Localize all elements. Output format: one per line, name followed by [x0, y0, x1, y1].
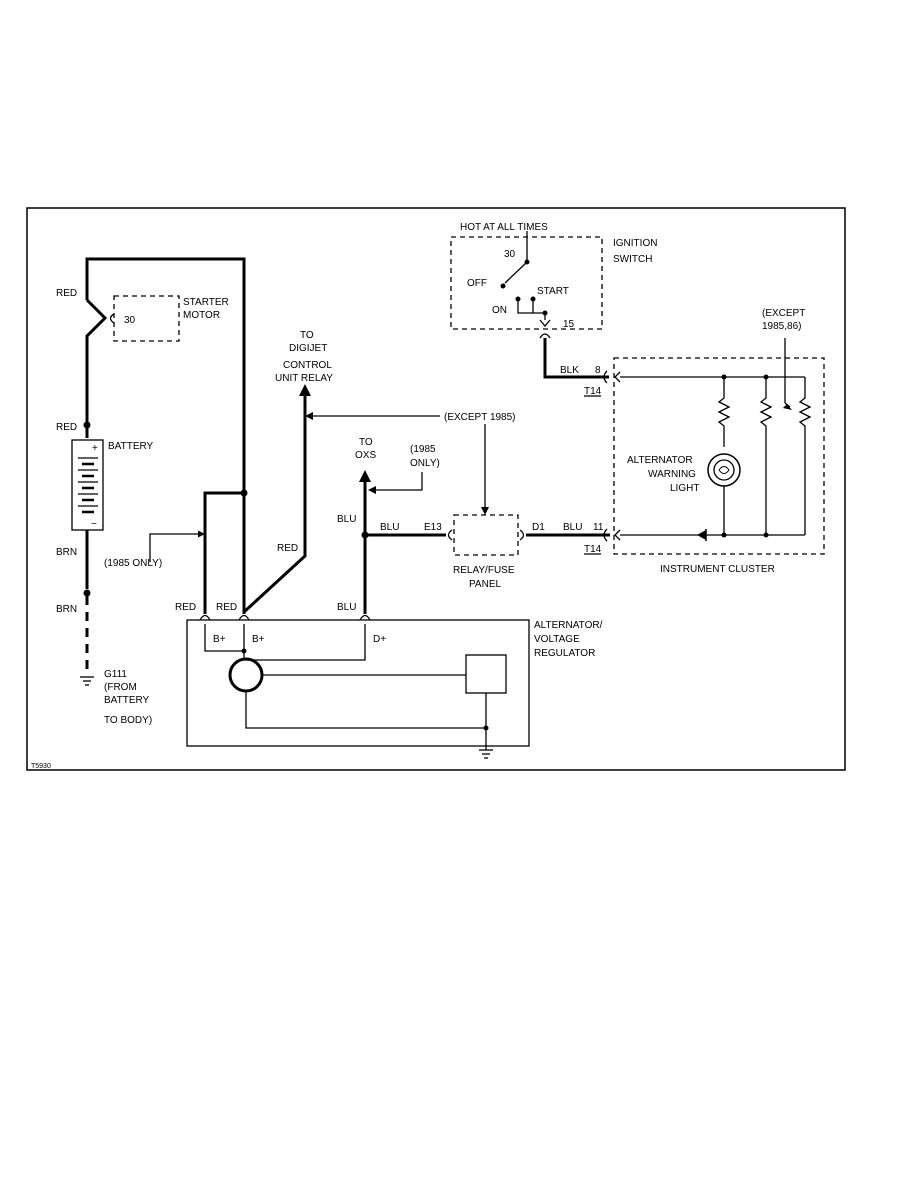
battery-starter-circuit: 30 STARTER MOTOR RED RED + − BATTERY BRN…: [56, 257, 246, 726]
cluster-except-1: (EXCEPT: [762, 308, 805, 319]
relay-label-2: PANEL: [469, 579, 501, 590]
wire-red-digijet: RED: [277, 543, 298, 554]
cluster-pin-11: 11: [593, 522, 604, 533]
battery-minus: −: [91, 519, 97, 530]
ignition-pin-15: 15: [563, 319, 575, 330]
wire-blu-alt: BLU: [337, 602, 356, 613]
ground-note-2: BATTERY: [104, 695, 150, 706]
cluster-light-label-3: LIGHT: [670, 483, 699, 494]
note-1985-only-b2: ONLY): [410, 458, 440, 469]
digijet-label-1: TO: [300, 330, 314, 341]
note-except-1985: (EXCEPT 1985): [444, 412, 516, 423]
starter-pin-30: 30: [124, 315, 136, 326]
battery-symbol: [71, 439, 104, 531]
ground-id: G111: [104, 669, 127, 680]
cluster-label: INSTRUMENT CLUSTER: [660, 564, 775, 575]
alt-label-1: ALTERNATOR/: [534, 620, 603, 631]
alt-pin-d-plus: D+: [373, 634, 386, 645]
cluster-except-2: 1985,86): [762, 321, 801, 332]
wire-blk: BLK: [560, 365, 579, 376]
starter-label-1: STARTER: [183, 297, 229, 308]
digijet-label-3: CONTROL: [283, 360, 332, 371]
alternator-warning-light-icon: [707, 453, 741, 487]
relay-pin-d1: D1: [532, 522, 545, 533]
digijet-feed: TO DIGIJET CONTROL UNIT RELAY RED: [242, 330, 333, 614]
relay-label-1: RELAY/FUSE: [453, 565, 515, 576]
digijet-label-4: UNIT RELAY: [275, 373, 333, 384]
alt-label-2: VOLTAGE: [534, 634, 580, 645]
alt-pin-b-plus-2: B+: [252, 634, 265, 645]
figure-id: T5930: [31, 763, 51, 770]
wire-red-top: RED: [56, 288, 77, 299]
cluster-conn-t14-b: T14: [584, 544, 602, 555]
alternator-voltage-regulator: RED RED B+ B+ D+ ALTERNATOR/ VOLTAGE REG…: [175, 602, 603, 759]
ignition-off: OFF: [467, 278, 487, 289]
ground-note-1: (FROM: [104, 682, 137, 693]
battery-plus: +: [92, 443, 98, 454]
ignition-label-2: SWITCH: [613, 254, 652, 265]
alternator-stator-icon: [228, 657, 264, 693]
alt-label-3: REGULATOR: [534, 648, 595, 659]
digijet-label-2: DIGIJET: [289, 343, 327, 354]
cluster-light-label-1: ALTERNATOR: [627, 455, 693, 466]
starter-label-2: MOTOR: [183, 310, 220, 321]
wire-red-battery: RED: [56, 422, 77, 433]
ignition-pin-30: 30: [504, 249, 516, 260]
cluster-pin-8: 8: [595, 365, 601, 376]
brn-node: [83, 589, 91, 597]
wire-red-alt-1: RED: [175, 602, 196, 613]
oxs-d-plus-circuit: TO OXS (1985 ONLY) BLU BLU BLU: [337, 437, 446, 614]
ignition-hot-label: HOT AT ALL TIMES: [460, 222, 548, 233]
wire-blu-oxs: BLU: [337, 514, 356, 525]
except-1985-note: (EXCEPT 1985): [305, 412, 516, 515]
instrument-cluster: 8 T14 11 T14: [584, 308, 825, 575]
battery-cell-plates: [78, 457, 98, 514]
cluster-light-label-2: WARNING: [648, 469, 696, 480]
wire-brn-1: BRN: [56, 547, 77, 558]
ignition-label-1: IGNITION: [613, 238, 657, 249]
wire-blu-d1: BLU: [563, 522, 582, 533]
regulator-box: [465, 654, 507, 694]
ground-note-3: TO BODY): [104, 715, 152, 726]
battery-label: BATTERY: [108, 441, 154, 452]
wire-blu-e13: BLU: [380, 522, 399, 533]
oxs-label-1: TO: [359, 437, 373, 448]
jumper-1985-only: (1985 ONLY): [104, 489, 248, 614]
diagram-frame: [26, 207, 846, 771]
relay-pin-e13: E13: [424, 522, 442, 533]
alternator-ground-icon: [479, 749, 493, 759]
wire-red-alt-2: RED: [216, 602, 237, 613]
ignition-switch: HOT AT ALL TIMES 30 OFF START ON 15 IGNI…: [450, 222, 657, 379]
battery-node: [83, 421, 91, 429]
oxs-label-2: OXS: [355, 450, 376, 461]
note-1985-only-b1: (1985: [410, 444, 436, 455]
note-1985-only: (1985 ONLY): [104, 558, 162, 569]
relay-fuse-panel: E13 D1 RELAY/FUSE PANEL BLU: [424, 514, 610, 590]
wire-brn-2: BRN: [56, 604, 77, 615]
ignition-on: ON: [492, 305, 507, 316]
diode-icon: [697, 529, 707, 541]
ignition-start: START: [537, 286, 569, 297]
cluster-conn-t14-a: T14: [584, 386, 602, 397]
ground-g111-icon: [80, 676, 94, 686]
alt-pin-b-plus-1: B+: [213, 634, 226, 645]
